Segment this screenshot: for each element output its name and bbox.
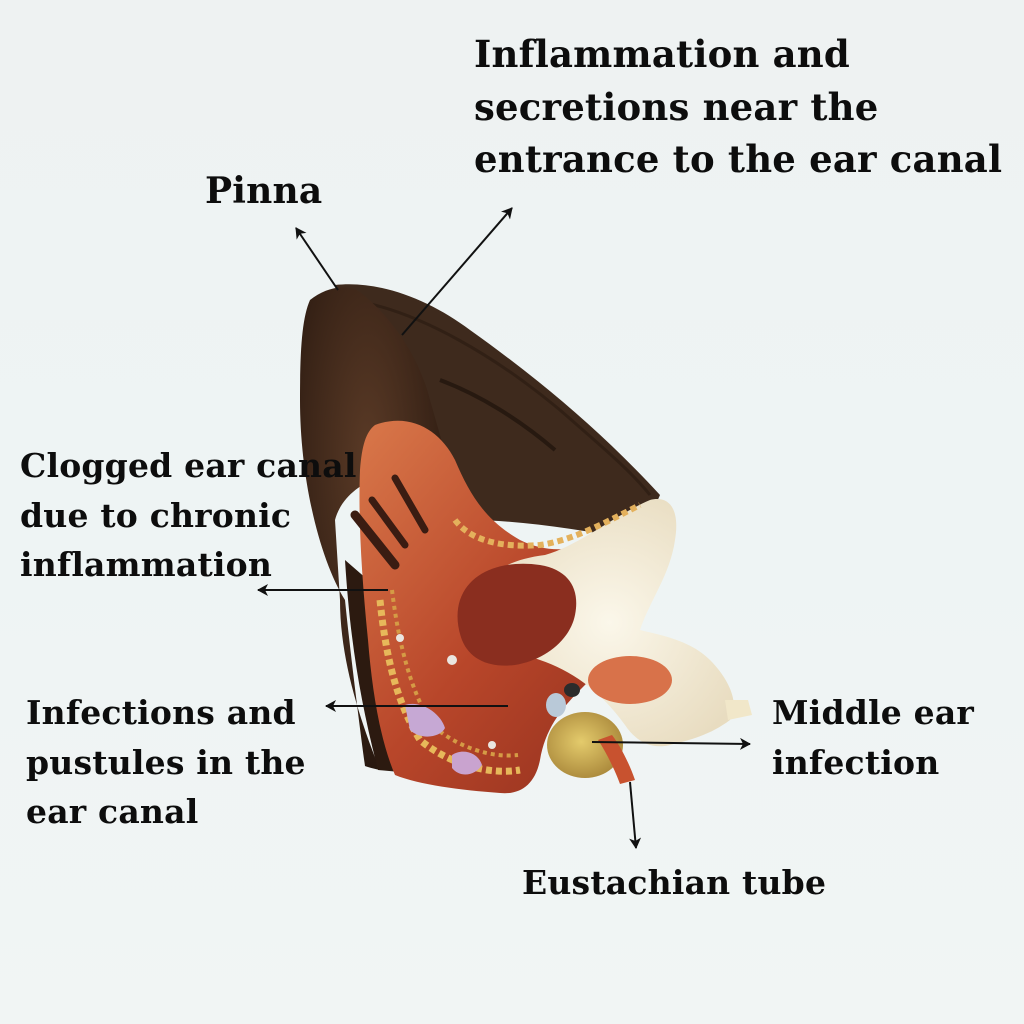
middle-ear-bulb [588, 656, 672, 704]
cartilage-bone [484, 499, 734, 747]
label-pinna: Pinna [205, 170, 323, 212]
pinna-outer-flap-texture [349, 298, 652, 496]
pinna-front [300, 287, 450, 770]
inner-chamber [457, 563, 577, 666]
label-clogged-ear-canal: Clogged ear canal due to chronic inflamm… [20, 446, 357, 584]
eustachian-tube-shape [598, 735, 635, 784]
arrow-inflammation [401, 207, 513, 336]
label-infections-pustules: Infections and pustules in the ear canal [26, 693, 306, 831]
label-middle-ear-infection: Middle ear infection [772, 693, 974, 782]
arrow-eustachian [629, 781, 642, 849]
label-eustachian-tube: Eustachian tube [522, 863, 827, 902]
pinna-outer-flap [335, 284, 660, 540]
arrow-pinna [295, 227, 339, 291]
arrow-middle-ear [591, 737, 751, 750]
tympanic-bulla [547, 712, 623, 778]
label-inflammation-secretions: Inflammation and secretions near the ent… [474, 32, 1003, 182]
